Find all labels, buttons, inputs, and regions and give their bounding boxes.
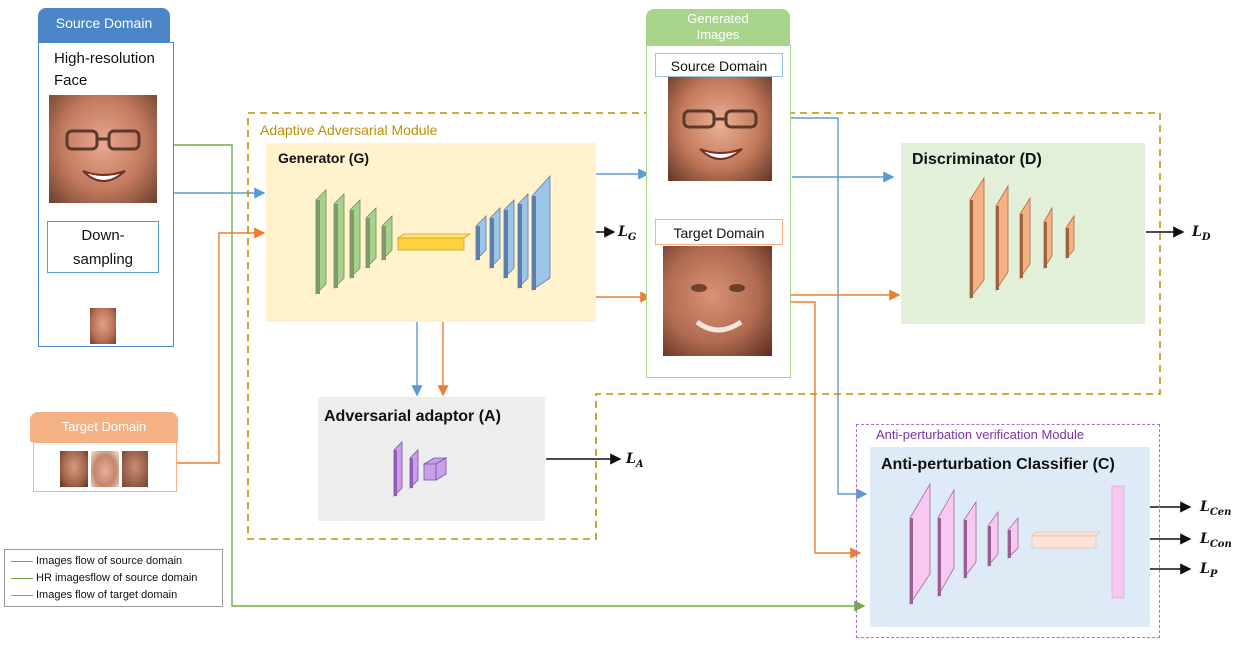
generated-images-header: Generated Images	[646, 9, 790, 45]
legend-item-hr: HR imagesflow of source domain	[11, 572, 197, 584]
hr-face-image	[49, 95, 157, 203]
generated-target-face	[663, 246, 772, 356]
source-domain-header: Source Domain	[38, 8, 170, 42]
flow-generated-target-to-classifier	[790, 301, 862, 559]
legend-swatch-source	[11, 560, 33, 562]
loss-a-label: LA	[626, 451, 644, 470]
target-face-1	[60, 451, 88, 487]
flow-target-to-generator	[177, 227, 266, 464]
adaptive-module-title: Adaptive Adversarial Module	[260, 122, 438, 138]
legend-item-target: Images flow of target domain	[11, 589, 177, 601]
generator-network-icon	[315, 174, 551, 295]
discriminator-title: Discriminator (D)	[912, 151, 1042, 168]
discriminator-network-icon	[969, 176, 1075, 300]
verification-module-title: Anti-perturbation verification Module	[876, 427, 1085, 442]
flow-hr-to-classifier	[174, 144, 866, 612]
classifier-network-icon	[909, 482, 1125, 606]
adaptor-network-icon	[393, 441, 448, 497]
loss-cen-label: LCen	[1200, 499, 1232, 518]
loss-p-label: LP	[1200, 561, 1218, 580]
hr-face-caption: High-resolution Face	[54, 50, 155, 89]
adaptor-title: Adversarial adaptor (A)	[324, 408, 501, 425]
target-face-3	[122, 451, 148, 487]
adaptor-box	[318, 397, 545, 521]
legend-item-source: Images flow of source domain	[11, 555, 182, 567]
verification-module-outline	[856, 424, 1160, 638]
lr-face-image	[90, 308, 116, 344]
loss-con-label: LCon	[1200, 531, 1232, 550]
generated-target-label: Target Domain	[655, 219, 783, 245]
legend-swatch-hr	[11, 577, 33, 579]
generator-title: Generator (G)	[278, 150, 370, 166]
generated-source-label: Source Domain	[655, 53, 783, 77]
downsampling-box: Down- sampling	[47, 221, 159, 273]
target-domain-header: Target Domain	[30, 412, 178, 442]
generated-source-face	[668, 77, 772, 181]
loss-g-label: LG	[618, 224, 637, 243]
loss-d-label: LD	[1192, 224, 1211, 243]
legend-swatch-target	[11, 594, 33, 596]
target-face-2	[91, 451, 119, 487]
legend: Images flow of source domain HR imagesfl…	[4, 549, 223, 607]
classifier-title: Anti-perturbation Classifier (C)	[881, 456, 1115, 473]
